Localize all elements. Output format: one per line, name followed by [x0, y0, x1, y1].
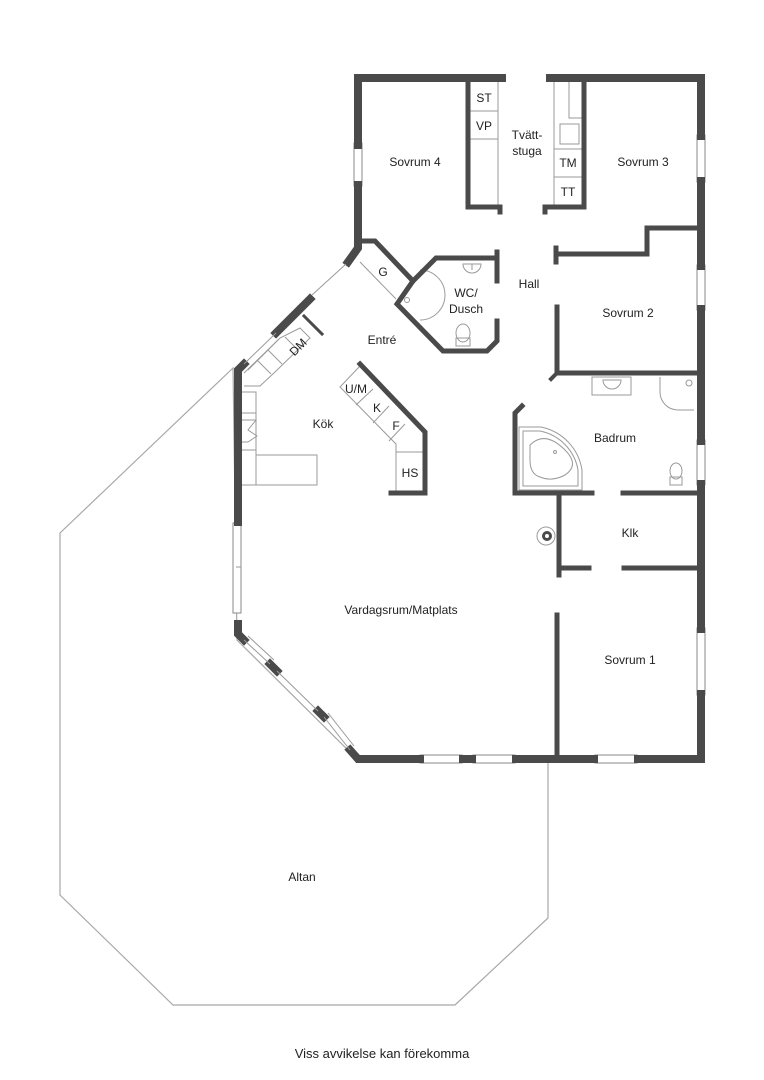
- disclaimer-text: Viss avvikelse kan förekomma: [294, 1046, 470, 1061]
- room-label-kok: Kök: [313, 417, 335, 431]
- room-label-hall: Hall: [519, 277, 540, 291]
- room-label-klk: Klk: [622, 526, 640, 540]
- room-label-sovrum-4: Sovrum 4: [389, 155, 441, 169]
- kitchen-counter: [241, 327, 318, 486]
- bathtub-icon: [518, 426, 583, 491]
- fixture-k-label: K: [373, 401, 381, 415]
- toilet-icon: [455, 323, 471, 343]
- room-label-sovrum-3: Sovrum 3: [617, 155, 669, 169]
- kitchen-island: U/M K F HS: [339, 365, 425, 493]
- windows: [232, 134, 706, 764]
- fixture-vp-label: VP: [476, 119, 492, 133]
- bath-toilet-icon: [669, 462, 683, 480]
- sink-icon: [462, 263, 482, 274]
- shower-icon: [659, 377, 694, 411]
- laundry-cabinets: ST VP TM TT: [470, 82, 582, 207]
- room-label-badrum: Badrum: [594, 431, 636, 445]
- room-labels: Sovrum 4 Tvätt- stuga Sovrum 3 Hall Sovr…: [287, 128, 669, 884]
- fixture-um-label: U/M: [345, 382, 367, 396]
- room-label-sovrum-2: Sovrum 2: [602, 306, 654, 320]
- wc-fixtures: [404, 263, 482, 347]
- room-label-wc-2: Dusch: [449, 302, 483, 316]
- bathroom-fixtures: [518, 376, 694, 546]
- altan-deck-outline: [59, 366, 549, 1006]
- shower-drain-icon: [404, 297, 410, 303]
- chimney-icon: [536, 526, 556, 546]
- fixture-tt-label: TT: [561, 185, 576, 199]
- room-label-wc-1: WC/: [454, 286, 478, 300]
- stove-icon: [242, 419, 258, 443]
- room-label-tvattstuga-1: Tvätt-: [512, 128, 543, 142]
- fixture-f-label: F: [392, 419, 399, 433]
- room-label-tvattstuga-2: stuga: [512, 144, 542, 158]
- fixture-hs-label: HS: [402, 466, 419, 480]
- fixture-dm-label: DM: [287, 336, 310, 359]
- bath-sink-icon: [602, 379, 622, 390]
- room-label-entre: Entré: [368, 333, 397, 347]
- room-label-vardagsrum: Vardagsrum/Matplats: [344, 603, 457, 617]
- room-label-garderob: G: [378, 265, 387, 279]
- fixture-tm-label: TM: [559, 156, 576, 170]
- fixture-st-label: ST: [476, 91, 492, 105]
- walls: [234, 74, 705, 763]
- room-label-sovrum-1: Sovrum 1: [604, 653, 656, 667]
- room-label-altan: Altan: [288, 870, 315, 884]
